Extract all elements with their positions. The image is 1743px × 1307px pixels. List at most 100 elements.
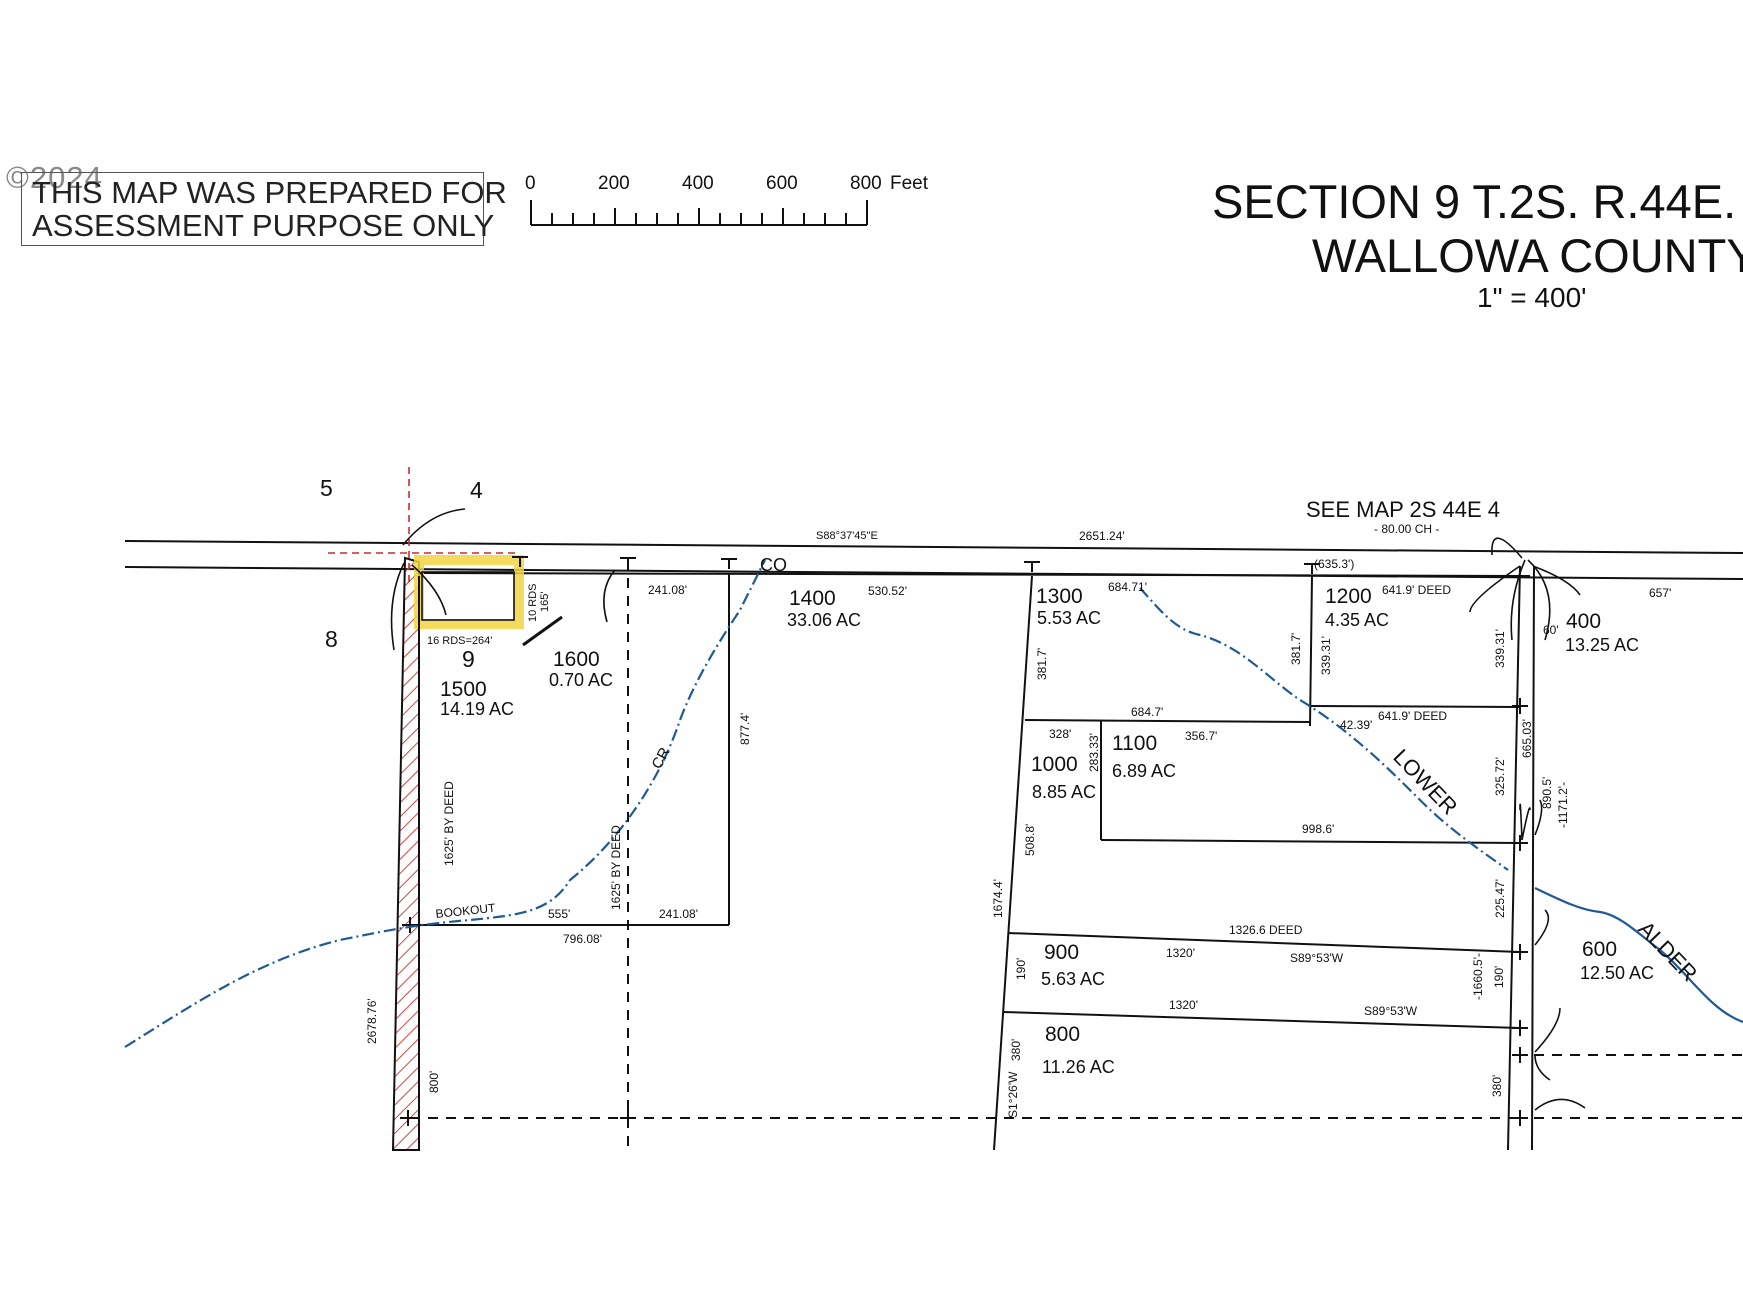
dim-684-71: 684.71' [1108, 580, 1147, 594]
dim-283: 283.33' [1087, 733, 1101, 772]
parcel-id-1100: 1100 [1112, 732, 1157, 755]
dim-16rds: 16 RDS=264' [427, 635, 492, 647]
parcel-acres-1600: 0.70 AC [549, 670, 613, 690]
dim-555: 555' [548, 907, 570, 921]
road-label-lower: LOWER [1388, 744, 1462, 819]
parcel-acres-1000: 8.85 AC [1032, 782, 1096, 802]
assessment-notice-box: THIS MAP WAS PREPARED FOR ASSESSMENT PUR… [21, 172, 507, 246]
section-number-5: 5 [320, 475, 333, 501]
parcel-acres-1100: 6.89 AC [1112, 761, 1176, 781]
dim-bearing-s1: S1°26'W [1006, 1071, 1020, 1118]
map-title-county: WALLOWA COUNTY [1312, 229, 1743, 282]
parcel-id-1500: 1500 [440, 678, 487, 701]
dim-665: 665.03' [1520, 719, 1534, 758]
creek-lines [124, 559, 1509, 1048]
map-title-section: SECTION 9 T.2S. R.44E. [1212, 175, 1737, 228]
leader-arrows [390, 508, 1586, 1111]
parcel-acres-900: 5.63 AC [1041, 969, 1105, 989]
parcel-id-900: 900 [1044, 941, 1079, 964]
dim-325: 325.72' [1493, 757, 1507, 796]
see-map-sub: - 80.00 CH - [1374, 522, 1439, 536]
section-lines [328, 467, 520, 582]
dim-339-a: 339.31' [1319, 636, 1333, 675]
dim-381-a: 381.7' [1035, 648, 1049, 680]
section-number-4: 4 [470, 477, 483, 503]
dim-165: 165' [539, 592, 551, 612]
dim-bearing-s89-a: S89°53'W [1290, 951, 1344, 965]
dim-42: 42.39' [1340, 718, 1372, 732]
dim-60: 60' [1543, 623, 1559, 637]
vertical-dimension-labels: 10 RDS 165' 381.7' 381.7' 339.31' 339.31… [365, 583, 1570, 1118]
dim-1660: -1660.5'- [1471, 953, 1485, 1000]
parcel-boundaries [418, 565, 1535, 1151]
see-map-label: SEE MAP 2S 44E 4 [1306, 497, 1500, 522]
lot-tick-marks [400, 556, 1528, 1126]
dim-1674: 1674.4' [991, 879, 1005, 918]
map-scale-ratio: 1" = 400' [1477, 282, 1587, 313]
scale-unit: Feet [890, 173, 929, 194]
scale-tick-0: 0 [525, 173, 536, 194]
road-label-co: CO [760, 555, 787, 575]
dim-635: (635.3') [1314, 557, 1354, 571]
scale-tick-800: 800 [850, 173, 882, 194]
dim-225: 225.47' [1493, 879, 1507, 918]
dim-241-top: 241.08' [648, 583, 687, 597]
dim-10rds: 10 RDS [527, 583, 539, 622]
parcel-acres-600: 12.50 AC [1580, 963, 1654, 983]
parcel-id-600: 600 [1582, 938, 1617, 961]
hatched-strip [391, 556, 420, 1151]
road-lines [124, 540, 1743, 580]
dashed-lines [410, 560, 1743, 1150]
dim-190-b: 190' [1492, 966, 1506, 988]
dim-2678: 2678.76' [365, 998, 379, 1044]
dim-1320-a: 1320' [1166, 946, 1195, 960]
parcel-acres-1400: 33.06 AC [787, 610, 861, 630]
parcel-acres-1200: 4.35 AC [1325, 610, 1389, 630]
dim-north-total: 2651.24' [1079, 529, 1125, 543]
dim-508: 508.8' [1023, 824, 1037, 856]
dim-380-b: 380' [1490, 1075, 1504, 1097]
dim-190-a: 190' [1014, 958, 1028, 980]
parcel-id-1400: 1400 [789, 587, 836, 610]
dim-339-b: 339.31' [1493, 629, 1507, 668]
alder-creek-line [1534, 887, 1743, 1024]
parcel-id-400: 400 [1566, 610, 1601, 633]
dim-641-deed-mid: 641.9' DEED [1378, 709, 1447, 723]
dim-1326: 1326.6 DEED [1229, 923, 1303, 937]
dim-684-7: 684.7' [1131, 705, 1163, 719]
dim-1171: -1171.2'- [1556, 782, 1570, 828]
parcel-acres-800: 11.26 AC [1042, 1057, 1115, 1077]
road-label-bookout: BOOKOUT [435, 901, 497, 921]
dim-641-deed-top: 641.9' DEED [1382, 583, 1451, 597]
dim-998: 998.6' [1302, 822, 1334, 836]
parcel-acres-1300: 5.53 AC [1037, 608, 1101, 628]
parcel-id-1000: 1000 [1031, 753, 1078, 776]
dim-1625-b: 1625' BY DEED [609, 825, 623, 910]
dim-1320-b: 1320' [1169, 998, 1198, 1012]
dim-328: 328' [1049, 727, 1071, 741]
parcel-id-1200: 1200 [1325, 585, 1372, 608]
scale-tick-600: 600 [766, 173, 798, 194]
parcel-id-1300: 1300 [1036, 585, 1083, 608]
dim-796: 796.08' [563, 932, 602, 946]
notice-line-2: ASSESSMENT PURPOSE ONLY [32, 208, 495, 243]
dim-380-a: 380' [1009, 1039, 1023, 1061]
section-number-9: 9 [462, 646, 475, 672]
dim-bearing-s89-b: S89°53'W [1364, 1004, 1418, 1018]
parcel-1600-leader [522, 615, 563, 647]
dim-bearing-north: S88°37'45"E [816, 530, 878, 542]
parcel-acres-1500: 14.19 AC [440, 699, 514, 719]
parcel-id-800: 800 [1045, 1023, 1080, 1046]
dim-381-b: 381.7' [1289, 633, 1303, 665]
dimension-labels: S88°37'45"E 2651.24' 241.08' 530.52' 684… [427, 529, 1671, 1018]
dim-530: 530.52' [868, 584, 907, 598]
parcel-1600-outline [421, 571, 515, 621]
parcel-id-1600: 1600 [553, 648, 600, 671]
scale-tick-200: 200 [598, 173, 630, 194]
dim-800: 800' [427, 1071, 441, 1093]
section-number-8: 8 [325, 626, 338, 652]
notice-line-1: THIS MAP WAS PREPARED FOR [32, 175, 507, 210]
dim-356: 356.7' [1185, 729, 1217, 743]
road-label-cr: CR [649, 745, 674, 772]
